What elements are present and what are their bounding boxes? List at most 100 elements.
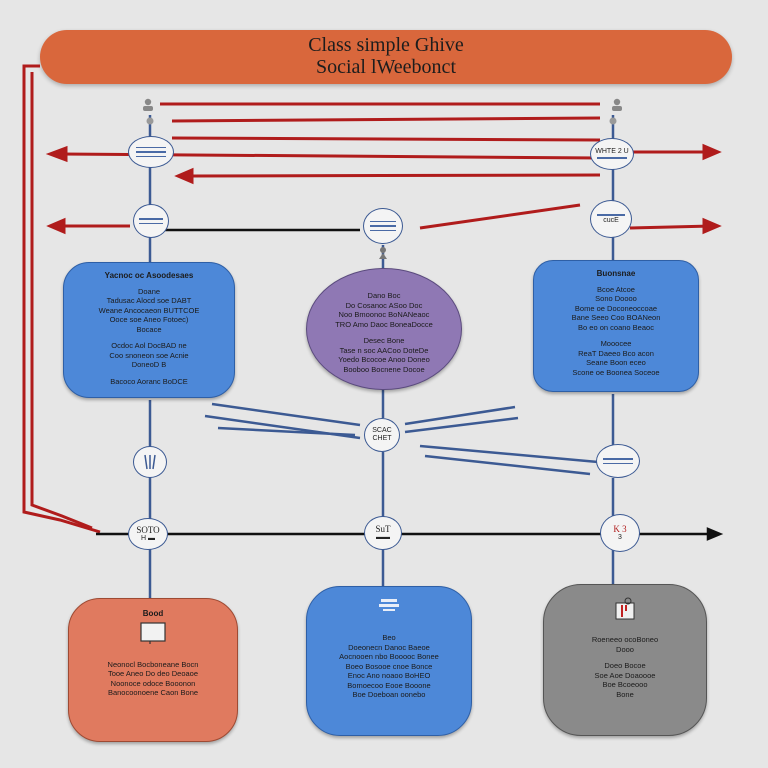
right-box-line: Mooocee <box>600 339 632 348</box>
node-line <box>597 157 627 159</box>
purple-box-line: Do Cosanoc ASoo Doc <box>345 300 423 310</box>
node-line <box>603 462 633 464</box>
top-left-node[interactable] <box>128 136 174 168</box>
center-top-node[interactable] <box>363 208 403 244</box>
left-timeline-node[interactable]: SOTO H ▬ <box>128 518 168 550</box>
left-info-box: Yacnoc oc Asoodesaes Doane Tadusac Alocd… <box>63 262 235 398</box>
grey-box-line: Roeneeo ocoBoneo <box>591 635 659 644</box>
right-box-line: ReaT Daeeo Bco acon <box>578 348 654 358</box>
bottom-blue-line: Beo <box>382 633 396 642</box>
purple-box-line: Noo Bmoonoc BoNANeaoc <box>338 310 430 319</box>
person-icon <box>612 98 622 111</box>
left-relay-node[interactable] <box>133 446 167 478</box>
left-box-line: Coo snoneon soe Acnie <box>109 350 189 360</box>
flag-icon <box>615 597 635 620</box>
bottom-blue-line: Aocnooen nbo Booooc Bonee <box>339 652 439 661</box>
left-box-line: Bacoco Aoranc BoDCE <box>110 376 188 386</box>
right-mid-node-label: cucE <box>603 217 619 225</box>
right-box-line: Bo eo on coano Beaoc <box>578 322 654 332</box>
top-right-node[interactable]: WHTE 2 U <box>590 138 634 170</box>
orange-box-line: Noonoce odoce Booonon <box>110 678 196 688</box>
right-timeline-sublabel: 3 <box>618 534 622 541</box>
purple-box-line: Booboo Bocnene Docoe <box>343 364 425 374</box>
node-line <box>597 214 625 216</box>
orange-box-heading: Bood <box>142 609 164 618</box>
bottom-right-box: Roeneeo ocoBoneo Dooo Doeo Bocoe Soe Aoe… <box>543 584 707 736</box>
left-box-line: Bocace <box>136 324 162 334</box>
person-icon <box>146 117 154 125</box>
right-timeline-label: K 3 <box>613 524 627 534</box>
right-box-heading: Buonsnae <box>596 269 636 278</box>
node-line <box>603 458 633 460</box>
top-right-node-label: WHTE 2 U <box>595 147 629 155</box>
orange-box-line: Tooe Aneo Do deo Deoaoe <box>107 669 199 678</box>
node-line <box>369 220 397 223</box>
left-box-line: Ocdoc Aol DocBAD ne <box>111 341 187 350</box>
right-box-line: Scone oe Boonea Soceoe <box>572 367 660 377</box>
red-arrows <box>45 102 722 235</box>
person-icon <box>143 98 153 111</box>
node-line <box>135 155 167 158</box>
purple-box-line: Desec Bone <box>363 336 405 345</box>
right-mid-node[interactable]: cucE <box>590 200 632 238</box>
person-icon <box>379 247 387 259</box>
bottom-blue-line: Boeo Bosooe cnoe Bonce <box>345 661 433 671</box>
left-box-line: Ooce soe Aneo Fotoec) <box>109 315 189 324</box>
purple-box-line: TRO Amo Daoc BoneaDocce <box>335 319 433 329</box>
left-box-line: Doane <box>137 286 161 296</box>
grey-box-line: Boe Bcoeooo <box>602 680 648 689</box>
bottom-blue-line: Bomoecoo Eooe Booone <box>347 680 431 690</box>
orange-box-line: Neonocl Bocboneane Bocn <box>107 659 199 669</box>
purple-box-line: Yoedo Bcocoe Anoo Doneo <box>338 355 430 364</box>
person-icon <box>609 117 617 125</box>
left-box-line: Weane Ancocaeon BUTTCOE <box>98 305 200 315</box>
right-box-line: Bane Seeo Coo BOANeon <box>571 313 661 322</box>
grey-box-line: Doeo Bocoe <box>604 661 646 670</box>
left-mid-node[interactable] <box>133 204 169 238</box>
center-info-oval: Dano Boc Do Cosanoc ASoo Doc Noo Bmoonoc… <box>306 268 462 390</box>
left-timeline-sublabel: H ▬ <box>141 535 155 542</box>
right-box-line: Bome oe Doconeoccoae <box>574 303 658 313</box>
left-box-heading: Yacnoc oc Asoodesaes <box>104 271 194 280</box>
right-box-line: Sono Doooo <box>595 294 637 303</box>
center-relay-label-2: CHET <box>372 435 392 442</box>
center-timeline-label: SuT <box>375 524 391 534</box>
orange-box-line: Banocoonoene Caon Bone <box>107 688 199 697</box>
stack-icon <box>379 599 399 611</box>
title-line-1: Class simple Ghive <box>308 34 464 56</box>
red-loop <box>22 64 101 534</box>
left-box-line: DoneoD B <box>131 360 167 369</box>
center-relay-node[interactable]: SCAC CHET <box>364 418 400 452</box>
bottom-blue-line: Enoc Ano noaoo BoHEO <box>347 671 431 680</box>
node-line <box>135 146 167 149</box>
left-box-line: Tadusac Alocd soe DABT <box>106 296 192 305</box>
page-title: Class simple Ghive Social lWeebonct <box>40 34 732 78</box>
right-box-line: Bcoe Atcoe <box>597 284 635 294</box>
grey-box-line: Bone <box>616 689 634 699</box>
node-line <box>369 225 397 227</box>
document-icon <box>140 621 166 644</box>
left-timeline-label: SOTO <box>136 525 160 535</box>
bottom-blue-line: Boe Doeboan oonebo <box>352 690 426 699</box>
node-line <box>139 222 163 224</box>
node-line <box>139 218 163 220</box>
right-relay-node[interactable] <box>596 444 640 478</box>
right-info-box: Buonsnae Bcoe Atcoe Sono Doooo Bome oe D… <box>533 260 699 392</box>
bottom-left-box: Bood Neonocl Bocboneane Bocn Tooe Aneo D… <box>68 598 238 742</box>
title-banner: Class simple Ghive Social lWeebonct <box>40 30 732 84</box>
right-timeline-node[interactable]: K 3 3 <box>600 514 640 552</box>
grey-box-line: Soe Aoe Doaoooe <box>594 670 656 680</box>
purple-box-line: Dano Boc <box>367 291 401 300</box>
bottom-blue-line: Doeonecn Danoc Baeoe <box>348 642 430 652</box>
blue-verticals <box>148 115 615 598</box>
person-pair-icon <box>144 454 156 470</box>
center-relay-label: SCAC <box>372 427 392 434</box>
title-line-2: Social lWeebonct <box>315 56 456 78</box>
right-box-line: Seane Boon eceo <box>586 358 646 367</box>
purple-box-line: Tase n soc AACoo DoteDe <box>339 345 429 355</box>
center-timeline-node[interactable]: SuT ▬▬ <box>364 516 402 550</box>
node-line <box>135 151 167 153</box>
grey-box-line: Dooo <box>616 644 634 654</box>
node-line <box>369 229 397 232</box>
